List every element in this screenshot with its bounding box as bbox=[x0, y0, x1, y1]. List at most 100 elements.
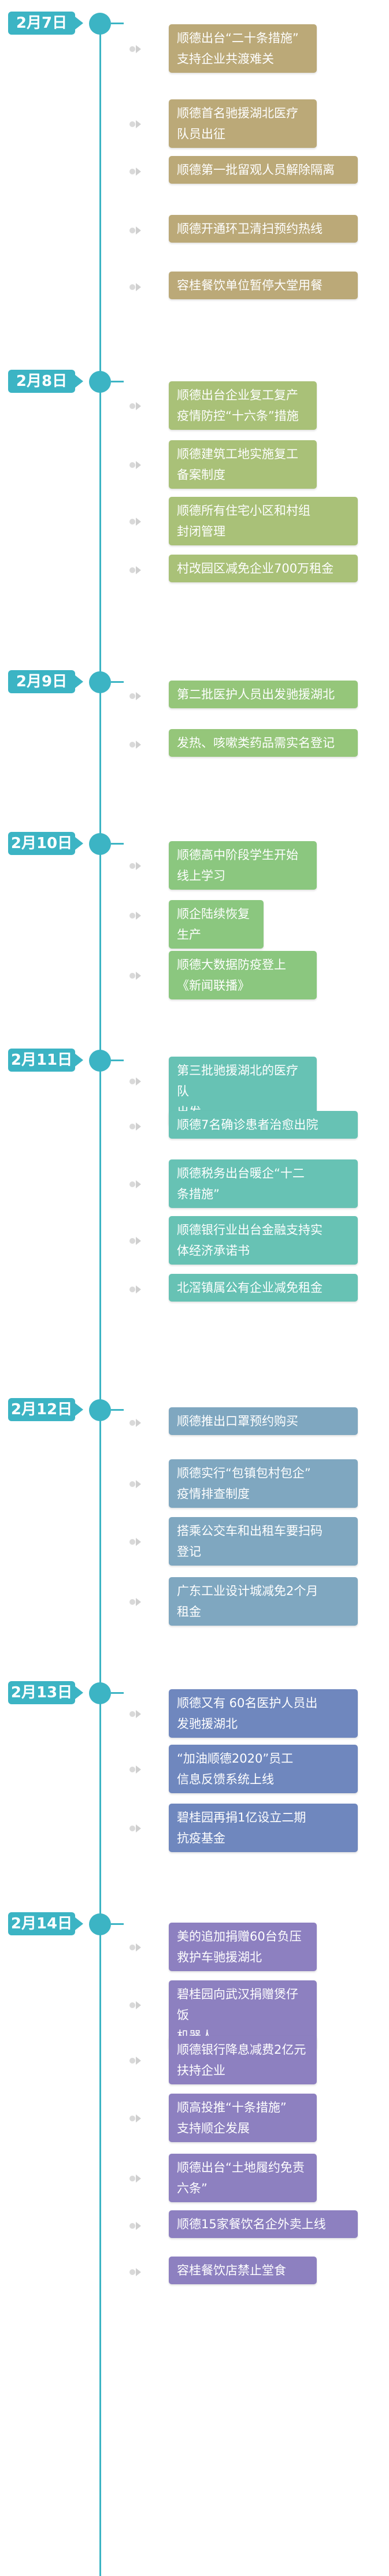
event-item: 第二批医护人员出发驰援湖北 bbox=[169, 681, 358, 708]
event-text-line: 顺德开通环卫清扫预约热线 bbox=[177, 222, 323, 236]
bullet-icon bbox=[129, 692, 141, 700]
event-text-line: 疫情排查制度 bbox=[177, 1487, 250, 1501]
event-item: “加油顺德2020”员工信息反馈系统上线 bbox=[169, 1745, 358, 1793]
bullet-icon bbox=[129, 862, 141, 870]
event-text-line: 线上学习 bbox=[177, 869, 225, 883]
event-text-line: 北滘镇属公有企业减免租金 bbox=[177, 1281, 323, 1295]
date-label: 2月7日 bbox=[8, 12, 83, 35]
bullet-icon bbox=[129, 2222, 141, 2230]
event-text-line: 顺德第一批留观人员解除隔离 bbox=[177, 163, 335, 177]
event-text-line: 六条” bbox=[177, 2181, 208, 2195]
event-item: 顺德实行“包镇包村包企” 疫情排查制度 bbox=[169, 1459, 358, 1508]
event-item: 顺企陆续恢复生产 bbox=[169, 900, 264, 949]
event-text-line: 顺德出台“二十条措施” bbox=[177, 31, 299, 45]
bullet-icon bbox=[129, 1943, 141, 1951]
event-text-line: 顺德建筑工地实施复工 bbox=[177, 447, 298, 461]
timeline-node-icon bbox=[89, 371, 124, 393]
event-item: 顺德银行降息减费2亿元扶持企业 bbox=[169, 2036, 317, 2084]
bullet-icon bbox=[129, 518, 141, 526]
event-item: 顺德出台“二十条措施” 支持企业共渡难关 bbox=[169, 24, 317, 73]
bullet-icon bbox=[129, 1824, 141, 1832]
event-text-line: 顺德7名确诊患者治愈出院 bbox=[177, 1118, 318, 1132]
event-text-line: 《新闻联播》 bbox=[177, 979, 250, 993]
event-text-line: 顺德出台“土地履约免责 bbox=[177, 2161, 305, 2174]
event-text-line: 登记 bbox=[177, 1545, 201, 1559]
event-text-line: 碧桂园向武汉捐赠煲仔饭 bbox=[177, 1987, 298, 2022]
event-text-line: “加油顺德2020”员工 bbox=[177, 1752, 294, 1765]
date-label: 2月10日 bbox=[8, 832, 83, 855]
event-text-line: 支持顺企发展 bbox=[177, 2121, 250, 2135]
event-text-line: 搭乘公交车和出租车要扫码 bbox=[177, 1524, 323, 1538]
event-item: 顺德第一批留观人员解除隔离 bbox=[169, 156, 358, 184]
event-text-line: 第二批医护人员出发驰援湖北 bbox=[177, 687, 335, 701]
event-text-line: 顺德推出口罩预约购买 bbox=[177, 1414, 298, 1428]
event-text-line: 顺德实行“包镇包村包企” bbox=[177, 1466, 311, 1480]
event-text-line: 顺德首名驰援湖北医疗 bbox=[177, 106, 298, 120]
event-text-line: 租金 bbox=[177, 1605, 201, 1619]
event-item: 广东工业设计城减免2个月租金 bbox=[169, 1577, 358, 1626]
bullet-icon bbox=[129, 168, 141, 176]
event-text-line: 封闭管理 bbox=[177, 525, 225, 538]
event-text-line: 碧桂园再捐1亿设立二期 bbox=[177, 1811, 306, 1824]
event-item: 村改园区减免企业700万租金 bbox=[169, 555, 358, 582]
event-text-line: 条措施” bbox=[177, 1187, 220, 1201]
event-item: 顺德推出口罩预约购买 bbox=[169, 1407, 358, 1435]
bullet-icon bbox=[129, 283, 141, 291]
bullet-icon bbox=[129, 1765, 141, 1774]
date-label: 2月11日 bbox=[8, 1049, 83, 1072]
bullet-icon bbox=[129, 1710, 141, 1718]
event-text-line: 支持企业共渡难关 bbox=[177, 52, 274, 66]
timeline-axis bbox=[99, 24, 101, 2576]
event-item: 顺高投推“十条措施”支持顺企发展 bbox=[169, 2094, 317, 2142]
bullet-icon bbox=[129, 402, 141, 410]
bullet-icon bbox=[129, 566, 141, 574]
bullet-icon bbox=[129, 1480, 141, 1488]
bullet-icon bbox=[129, 1598, 141, 1606]
bullet-icon bbox=[129, 1077, 141, 1086]
bullet-icon bbox=[129, 2057, 141, 2065]
event-text-line: 顺德税务出台暖企“十二 bbox=[177, 1166, 305, 1180]
event-text-line: 顺德高中阶段学生开始 bbox=[177, 848, 298, 862]
bullet-icon bbox=[129, 1538, 141, 1546]
event-item: 顺德出台企业复工复产疫情防控“十六条”措施 bbox=[169, 381, 317, 430]
event-item: 顺德出台“土地履约免责六条” bbox=[169, 2154, 317, 2202]
event-text-line: 发驰援湖北 bbox=[177, 1717, 238, 1731]
bullet-icon bbox=[129, 45, 141, 53]
bullet-icon bbox=[129, 2268, 141, 2276]
event-text-line: 顺企陆续恢复生产 bbox=[177, 907, 250, 942]
event-text-line: 救护车驰援湖北 bbox=[177, 1950, 262, 1964]
bullet-icon bbox=[129, 120, 141, 128]
event-item: 顺德高中阶段学生开始线上学习 bbox=[169, 841, 317, 890]
event-text-line: 疫情防控“十六条”措施 bbox=[177, 409, 299, 423]
event-text-line: 村改园区减免企业700万租金 bbox=[177, 562, 334, 575]
event-item: 容桂餐饮店禁止堂食 bbox=[169, 2257, 317, 2284]
event-item: 北滘镇属公有企业减免租金 bbox=[169, 1274, 358, 1302]
event-item: 发热、咳嗽类药品需实名登记 bbox=[169, 729, 358, 757]
bullet-icon bbox=[129, 972, 141, 980]
event-item: 顺德首名驰援湖北医疗队员出征 bbox=[169, 99, 317, 148]
event-text-line: 顺德银行业出台金融支持实 bbox=[177, 1223, 323, 1237]
event-item: 碧桂园再捐1亿设立二期抗疫基金 bbox=[169, 1804, 358, 1852]
event-item: 顺德又有 60名医护人员出发驰援湖北 bbox=[169, 1689, 358, 1738]
bullet-icon bbox=[129, 1122, 141, 1131]
bullet-icon bbox=[129, 912, 141, 920]
event-item: 顺德银行业出台金融支持实体经济承诺书 bbox=[169, 1216, 358, 1265]
event-text-line: 容桂餐饮店禁止堂食 bbox=[177, 2263, 286, 2277]
date-label: 2月12日 bbox=[8, 1398, 83, 1421]
event-text-line: 第三批驰援湖北的医疗队 bbox=[177, 1064, 298, 1098]
bullet-icon bbox=[129, 2174, 141, 2183]
bullet-icon bbox=[129, 1180, 141, 1188]
bullet-icon bbox=[129, 461, 141, 469]
event-item: 顺德税务出台暖企“十二条措施” bbox=[169, 1159, 358, 1208]
event-text-line: 扶持企业 bbox=[177, 2064, 225, 2077]
date-label: 2月13日 bbox=[8, 1681, 83, 1704]
timeline-node-icon bbox=[89, 1399, 124, 1421]
timeline-node-icon bbox=[89, 1913, 124, 1935]
timeline-node-icon bbox=[89, 833, 124, 855]
bullet-icon bbox=[129, 2001, 141, 2009]
bullet-icon bbox=[129, 2114, 141, 2122]
event-item: 顺德15家餐饮名企外卖上线 bbox=[169, 2210, 358, 2238]
bullet-icon bbox=[129, 1237, 141, 1245]
date-label: 2月14日 bbox=[8, 1912, 83, 1935]
